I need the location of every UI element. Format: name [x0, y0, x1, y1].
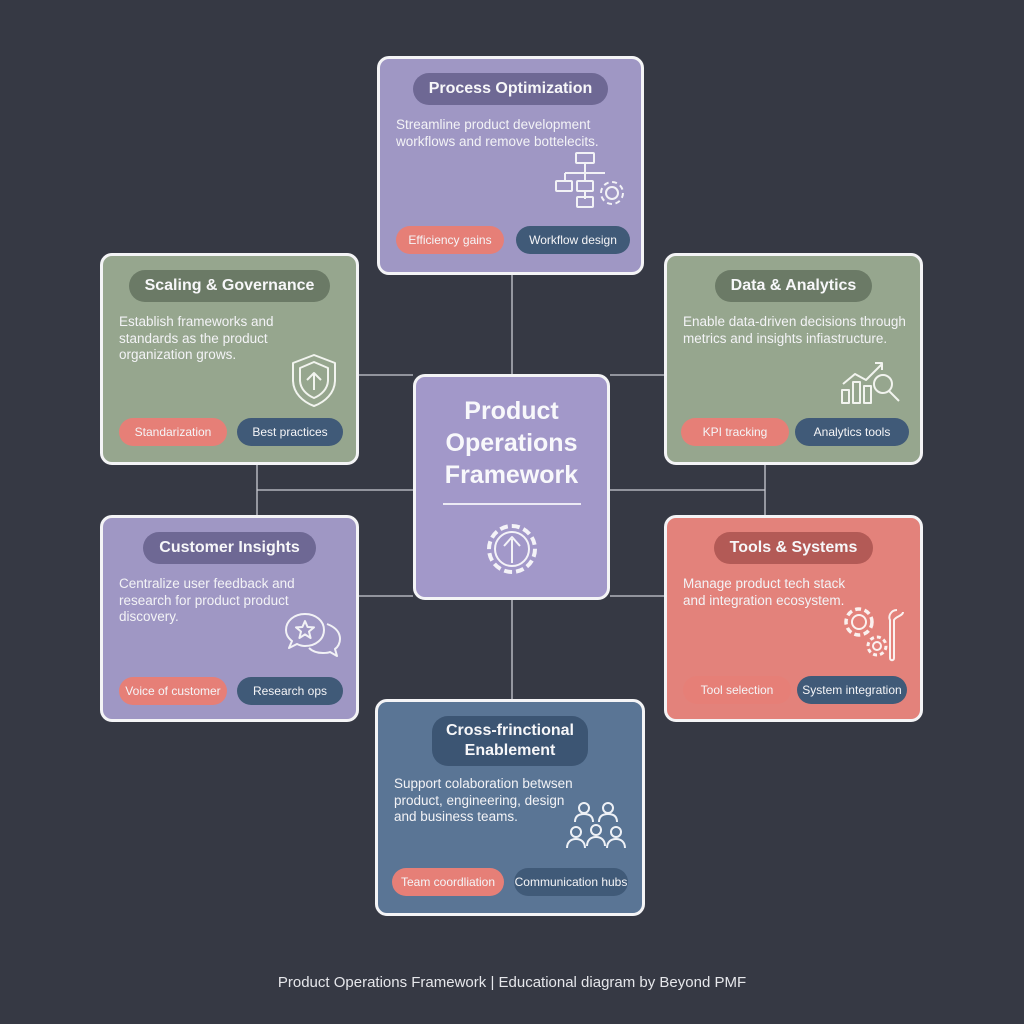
card-title: Data & Analytics [714, 270, 873, 302]
card-description: Enable data-driven decisions through met… [683, 314, 906, 346]
shield-arrow-icon [292, 354, 336, 407]
footer-caption: Product Operations Framework | Education… [277, 974, 747, 991]
team-people-icon [566, 802, 626, 849]
card-title-line-2: Enablement [464, 742, 556, 759]
center-title-line-3: Framework [444, 461, 579, 489]
card-process-optimization: Process Optimization Streamline product … [377, 56, 644, 275]
tag-communication-hubs: Communication hubs [514, 868, 628, 896]
center-title-line-1: Product [464, 397, 559, 425]
card-title: Tools & Systems [713, 532, 874, 564]
card-description: Manage product tech stack and integratio… [683, 576, 846, 608]
card-title-line-1: Cross-frinctional [445, 722, 574, 739]
center-title-line-2: Operations [445, 429, 578, 457]
card-description: Streamline product development workflows… [396, 117, 599, 149]
card-description: Centralize user feedback and research fo… [119, 576, 295, 624]
chat-star-icon [285, 613, 341, 657]
tag-research-ops: Research ops [237, 677, 343, 705]
center-divider [442, 503, 581, 505]
workflow-gear-icon [555, 152, 624, 208]
card-description: Support colaboration betwsen product, en… [394, 776, 573, 824]
card-cross-functional-enablement: Cross-frinctional Enablement Support col… [375, 699, 645, 916]
chart-magnifier-icon [841, 362, 900, 404]
card-title: Scaling & Governance [128, 270, 331, 302]
card-data-analytics: Data & Analytics Enable data-driven deci… [664, 253, 923, 465]
card-description: Establish frameworks and standards as th… [119, 314, 274, 362]
card-title: Customer Insights [143, 532, 316, 564]
center-framework-card: Product Operations Framework [413, 374, 610, 600]
tag-standarization: Standarization [119, 418, 227, 446]
tag-tool-selection: Tool selection [683, 676, 791, 704]
card-customer-insights: Customer Insights Centralize user feedba… [100, 515, 359, 722]
card-title: Cross-frinctional Enablement [431, 716, 588, 766]
gear-arrow-icon [487, 524, 537, 574]
tag-kpi-tracking: KPI tracking [681, 418, 789, 446]
card-title: Process Optimization [412, 73, 609, 105]
card-scaling-governance: Scaling & Governance Establish framework… [100, 253, 359, 465]
tag-efficiency-gains: Efficiency gains [396, 226, 504, 254]
tag-best-practices: Best practices [237, 418, 343, 446]
tag-analytics-tools: Analytics tools [795, 418, 909, 446]
tag-system-integration: System integration [797, 676, 907, 704]
card-tools-systems: Tools & Systems Manage product tech stac… [664, 515, 923, 722]
tag-workflow-design: Workflow design [516, 226, 630, 254]
gears-wrench-icon [844, 607, 904, 662]
tag-voice-of-customer: Voice of customer [119, 677, 227, 705]
tag-team-coordliation: Team coordliation [392, 868, 504, 896]
